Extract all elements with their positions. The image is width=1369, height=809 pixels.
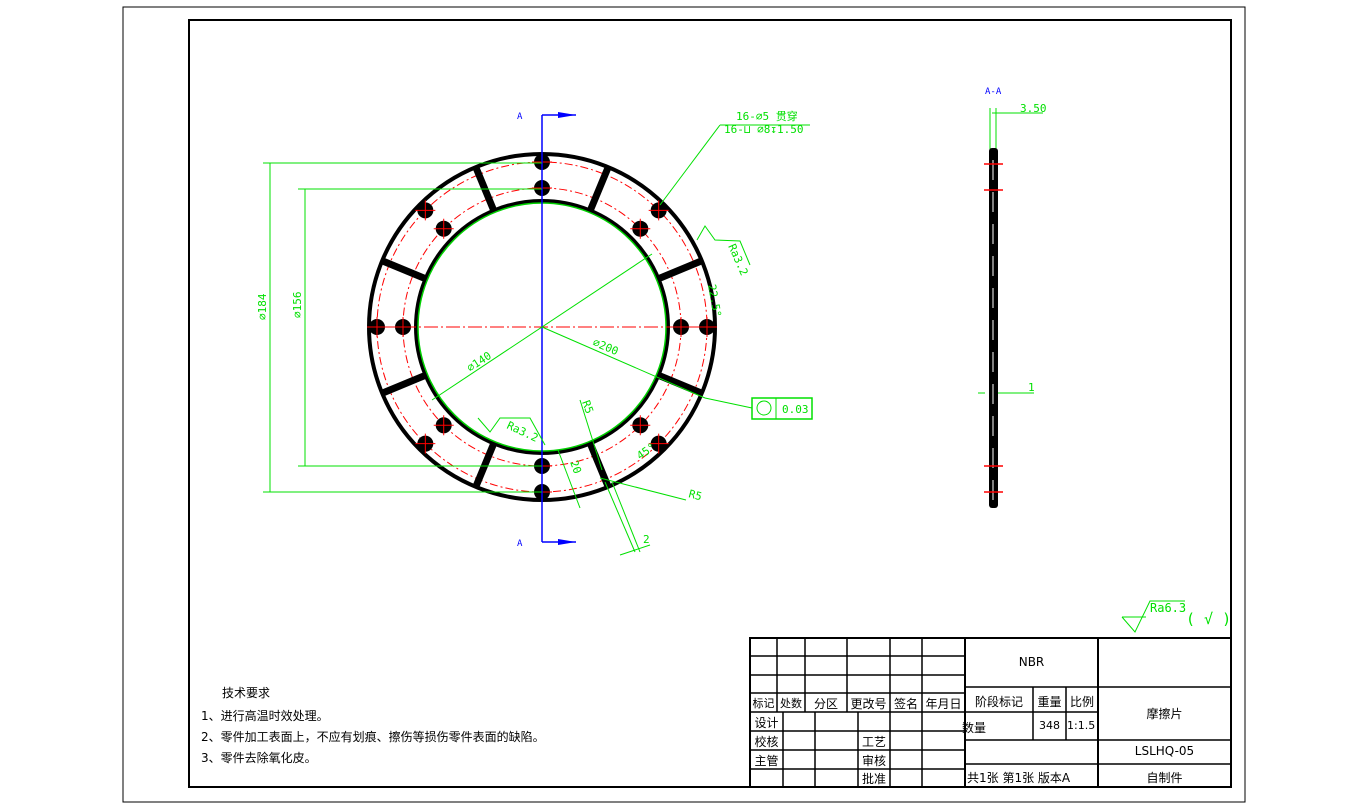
header-count: 处数 bbox=[780, 697, 802, 710]
header-date: 年月日 bbox=[925, 697, 962, 711]
section-view-label: A-A bbox=[985, 87, 1002, 97]
dim-r5-a: R5 bbox=[579, 399, 596, 416]
rib bbox=[586, 442, 612, 489]
header-mark: 标记 bbox=[752, 697, 775, 710]
frame-border bbox=[188, 19, 1232, 788]
dim-d140: ⌀140 bbox=[465, 349, 494, 374]
dim-thickness: 3.50 bbox=[1020, 102, 1047, 115]
hole-centermark bbox=[630, 415, 651, 436]
tech-requirement-3: 3、零件去除氧化皮。 bbox=[201, 751, 317, 765]
role-design: 设计 bbox=[754, 716, 779, 730]
tech-requirement-2: 2、零件加工表面上，不应有划痕、擦伤等损伤零件表面的缺陷。 bbox=[201, 730, 545, 744]
scale-label: 比例 bbox=[1069, 695, 1094, 709]
role-review: 审核 bbox=[861, 754, 886, 768]
scale-value: 1:1.5 bbox=[1067, 719, 1096, 732]
weight-label: 重量 bbox=[1037, 695, 1062, 709]
role-process: 工艺 bbox=[861, 735, 886, 749]
rib bbox=[472, 442, 498, 489]
dim-r5-b: R5 bbox=[687, 487, 703, 503]
title-block-grid bbox=[749, 637, 1232, 788]
dim-2: 2 bbox=[643, 533, 650, 546]
section-label-top: A bbox=[517, 112, 523, 122]
hole-centermark bbox=[648, 200, 669, 221]
hole-note-2: 16-⊔ ⌀8↧1.50 bbox=[724, 123, 803, 136]
rib bbox=[657, 371, 704, 397]
header-signature: 签名 bbox=[893, 697, 918, 711]
hole-centermark bbox=[415, 433, 436, 454]
quantity-label: 数量 bbox=[962, 721, 987, 735]
part-name: 摩擦片 bbox=[1146, 707, 1183, 721]
dim-angle-22: 22.5° bbox=[705, 283, 724, 318]
sheet-info: 共1张 第1张 版本A bbox=[967, 771, 1071, 785]
hole-centermark bbox=[433, 218, 454, 239]
rib bbox=[586, 165, 612, 212]
tolerance-value: 0.03 bbox=[782, 403, 809, 416]
roughness-1: Ra3.2 bbox=[725, 242, 750, 278]
front-view: A A bbox=[367, 112, 717, 549]
general-roughness: Ra6.3 bbox=[1150, 601, 1186, 615]
tech-requirement-1: 1、进行高温时效处理。 bbox=[201, 709, 329, 723]
roughness-2: Ra3.2 bbox=[505, 419, 541, 445]
dim-d184: ⌀184 bbox=[256, 293, 269, 320]
weight-value: 348 bbox=[1039, 719, 1060, 732]
tech-requirements-title: 技术要求 bbox=[222, 686, 271, 700]
hole-centermark bbox=[415, 200, 436, 221]
role-approve: 批准 bbox=[861, 772, 886, 786]
dimensions bbox=[263, 108, 1185, 633]
section-label-bottom: A bbox=[517, 539, 523, 549]
part-source: 自制件 bbox=[1146, 771, 1183, 785]
header-change-no: 更改号 bbox=[850, 697, 887, 711]
dim-20: 20 bbox=[567, 459, 584, 476]
drawing-number: LSLHQ-05 bbox=[1134, 744, 1195, 758]
section-arrow-bottom bbox=[558, 539, 576, 545]
general-roughness-mark: ( √ ) bbox=[1186, 610, 1231, 628]
material: NBR bbox=[1018, 655, 1045, 669]
rib bbox=[657, 257, 704, 283]
section-view: A-A 3.50 1 bbox=[984, 87, 1047, 508]
hole-centermark bbox=[433, 415, 454, 436]
rib bbox=[380, 371, 427, 397]
dim-side: 1 bbox=[1028, 381, 1035, 394]
sheet-border bbox=[122, 6, 1246, 803]
dim-d156: ⌀156 bbox=[291, 292, 304, 319]
stage-mark-label: 阶段标记 bbox=[974, 695, 1023, 709]
role-supervisor: 主管 bbox=[754, 754, 779, 768]
hole-centermark bbox=[630, 218, 651, 239]
section-arrow-top bbox=[558, 112, 576, 118]
rib bbox=[380, 257, 427, 283]
hole-note-1: 16-⌀5 贯穿 bbox=[736, 109, 798, 123]
hole-centermark bbox=[648, 433, 669, 454]
header-zone: 分区 bbox=[813, 697, 838, 711]
role-check: 校核 bbox=[754, 735, 779, 749]
